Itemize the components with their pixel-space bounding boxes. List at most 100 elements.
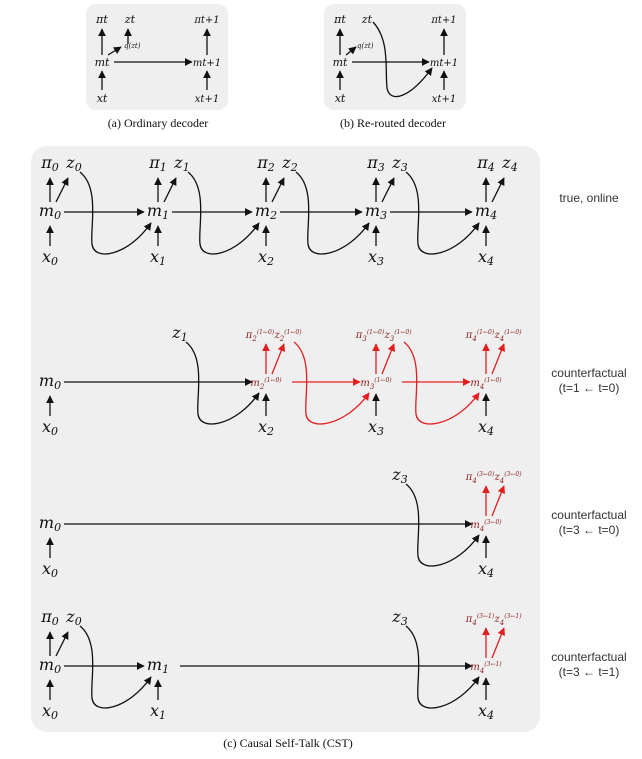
r1-pi-0: π0 [40, 153, 59, 174]
r1-x-2: x2 [258, 247, 274, 268]
label-counterfactual-row2: counterfactual [551, 366, 626, 380]
r2-zcurve-2 [293, 341, 370, 425]
r1-m-0: m0 [39, 201, 61, 222]
a-z-t: zt [124, 13, 136, 26]
r1-m-2: m2 [255, 201, 277, 222]
label-counterfactual-row4-detail: (t=3 ← t=1) [559, 665, 620, 679]
r4-z-0: z0 [65, 607, 81, 628]
r1-pi-2: π2 [256, 153, 275, 174]
r1-zcurve-3 [405, 171, 480, 255]
r1-z-1: z1 [173, 153, 189, 174]
r2-zcurve-1 [185, 341, 260, 425]
r2-x-4: x4 [478, 417, 494, 438]
r2-m-0: m0 [39, 371, 61, 392]
r2-arrow-m-z-3 [381, 343, 396, 375]
r3-x-4: x4 [478, 559, 494, 580]
panel-a-background [86, 4, 228, 110]
r4-x-0: x0 [42, 701, 58, 722]
panel-b-background [324, 4, 466, 110]
r2-x-0: x0 [42, 417, 58, 438]
r1-x-0: x0 [42, 247, 58, 268]
r2-m-2: m2(1←0) [250, 377, 282, 391]
a-x-t: xt [97, 92, 108, 105]
r1-arrow-m-z-4 [491, 177, 505, 203]
r4-pi-4: π4(3←1) [465, 613, 495, 627]
panel-a-diagram: πt zt πt+1 mt mt+1 xt xt+1 q(zt) [95, 13, 222, 105]
r1-m-3: m3 [365, 201, 387, 222]
r1-x-4: x4 [478, 247, 494, 268]
a-m-t: mt [95, 56, 110, 69]
b-x-t: xt [335, 92, 346, 105]
b-m-t1: mt+1 [430, 58, 458, 69]
r2-z-3: z3(1←0) [383, 329, 412, 343]
a-x-t1: xt+1 [195, 94, 219, 105]
a-pi-t1: πt+1 [193, 15, 219, 26]
r1-z-3: z3 [391, 153, 407, 174]
r2-zcurve-3 [403, 341, 480, 425]
caption-c: (c) Causal Self-Talk (CST) [223, 736, 352, 750]
b-q-label: q(zt) [357, 42, 374, 50]
r4-m-4: m4(3←1) [470, 661, 502, 675]
r2-pi-2: π2(1←0) [245, 329, 275, 343]
r1-m-4: m4 [475, 201, 497, 222]
r1-arrow-m-z-2 [271, 177, 285, 203]
r1-z-0: z0 [65, 153, 81, 174]
r4-m-1: m1 [147, 655, 169, 676]
panel-c-background [31, 146, 540, 732]
r2-arrow-m-z-2 [271, 343, 286, 375]
r1-z-4: z4 [501, 153, 517, 174]
r3-pi-4: π4(3←0) [465, 471, 495, 485]
caption-b: (b) Re-routed decoder [340, 116, 446, 130]
r2-x-2: x2 [258, 417, 274, 438]
b-z-t: zt [361, 13, 373, 26]
label-counterfactual-row2-detail: (t=1 ← t=0) [559, 381, 620, 395]
r3-zcurve-3 [405, 483, 480, 567]
r1-pi-1: π1 [148, 153, 167, 174]
r3-arrow-m-z-4 [491, 485, 506, 517]
r2-arrow-m-z-4 [491, 343, 506, 375]
r3-z-3: z3 [391, 465, 407, 486]
label-true-online: true, online [559, 191, 619, 205]
b-x-t1: xt+1 [432, 94, 456, 105]
r2-pi-3: π3(1←0) [355, 329, 385, 343]
caption-a: (a) Ordinary decoder [108, 116, 209, 130]
r1-arrow-m-z-0 [55, 177, 69, 203]
r1-z-2: z2 [281, 153, 297, 174]
r1-arrow-m-z-1 [163, 177, 177, 203]
r3-m-0: m0 [39, 513, 61, 534]
label-counterfactual-row3: counterfactual [551, 508, 626, 522]
b-pi-t: πt [333, 13, 346, 26]
label-counterfactual-row4: counterfactual [551, 650, 626, 664]
r4-z-4: z4(3←1) [493, 613, 522, 627]
r3-z-4: z4(3←0) [493, 471, 522, 485]
a-pi-t: πt [95, 13, 108, 26]
r4-x-4: x4 [478, 701, 494, 722]
r2-z-2: z2(1←0) [273, 329, 302, 343]
r2-pi-4: π4(1←0) [465, 329, 495, 343]
r2-m-3: m3(1←0) [360, 377, 392, 391]
r2-x-3: x3 [368, 417, 384, 438]
r1-x-1: x1 [150, 247, 166, 268]
r4-arrow-m-z-0 [55, 631, 69, 657]
r1-pi-4: π4 [476, 153, 495, 174]
r4-m-0: m0 [39, 655, 61, 676]
r2-z-4: z4(1←0) [493, 329, 522, 343]
panel-b-diagram: πt zt πt+1 mt mt+1 xt xt+1 q(zt) [333, 13, 459, 105]
r1-x-3: x3 [368, 247, 384, 268]
a-m-t1: mt+1 [193, 58, 221, 69]
r4-pi-0: π0 [40, 607, 59, 628]
r1-zcurve-2 [295, 171, 370, 255]
r4-arrow-m-z-4 [491, 627, 506, 659]
r4-zcurve-0 [79, 625, 152, 709]
r1-zcurve-1 [187, 171, 260, 255]
r1-arrow-m-z-3 [381, 177, 395, 203]
r3-x-0: x0 [42, 559, 58, 580]
a-q-label: q(zt) [124, 42, 141, 50]
r1-zcurve-0 [79, 171, 152, 255]
label-counterfactual-row3-detail: (t=3 ← t=0) [559, 523, 620, 537]
r1-pi-3: π3 [366, 153, 385, 174]
b-pi-t1: πt+1 [430, 15, 456, 26]
r4-z-3: z3 [391, 607, 407, 628]
r2-z-1: z1 [171, 323, 187, 344]
